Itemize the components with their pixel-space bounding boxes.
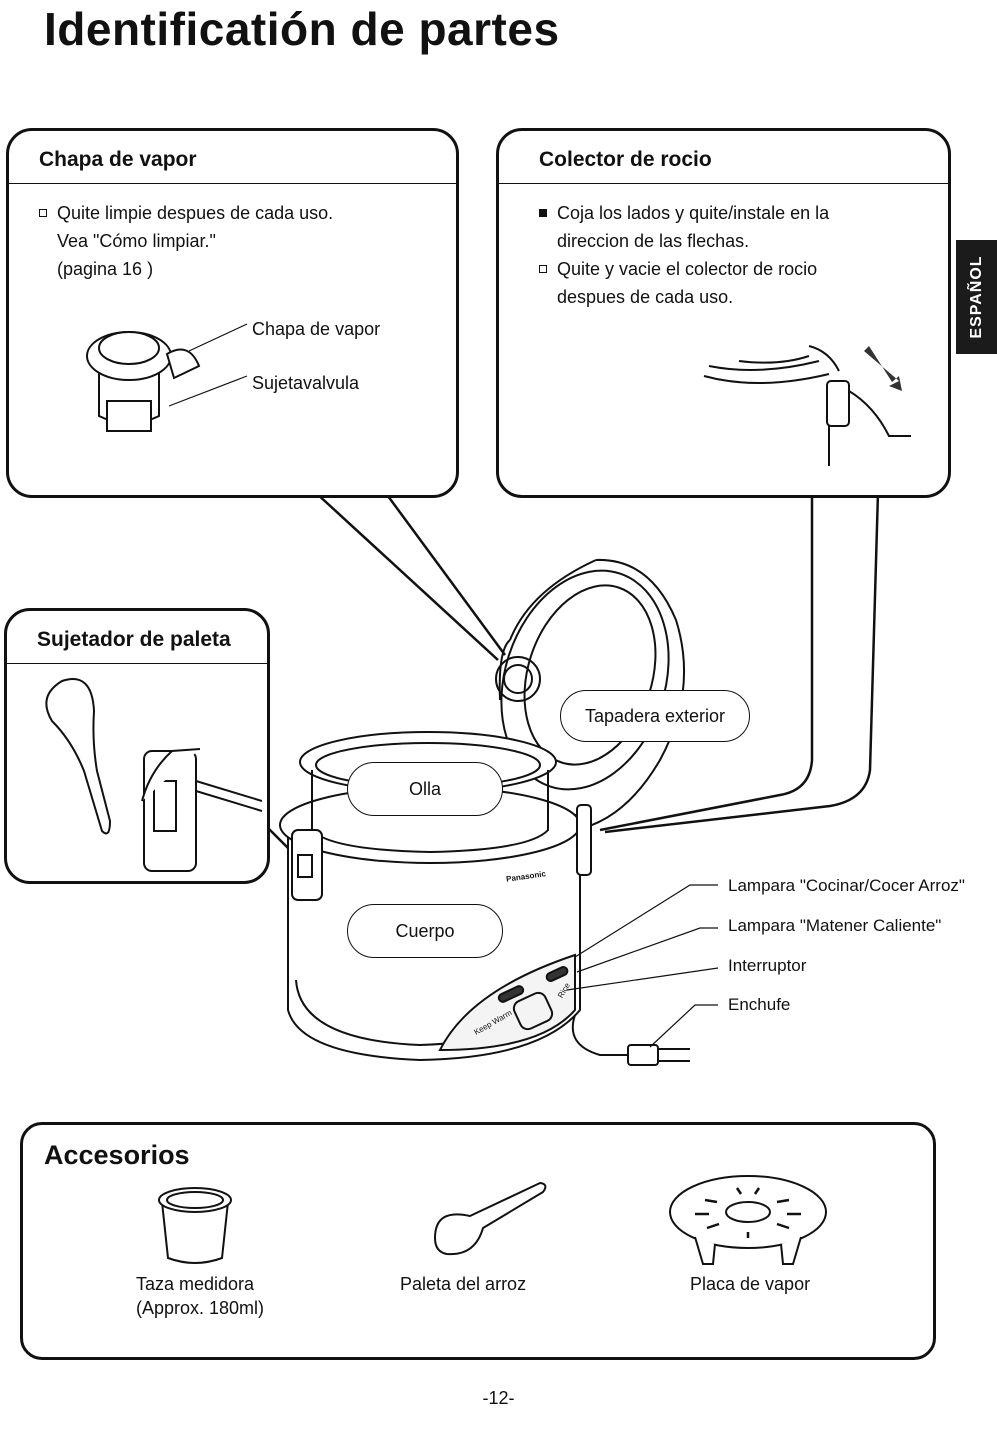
label-lampara-caliente: Lampara "Matener Caliente" — [728, 916, 942, 935]
chapa-line-2: Vea "Cómo limpiar." — [57, 231, 216, 251]
colector-bullet-1: Coja los lados y quite/instale en la dir… — [539, 199, 830, 255]
chapa-line-3: (pagina 16 ) — [57, 259, 154, 279]
power-cord — [571, 1014, 690, 1066]
measuring-cup-icon — [158, 1187, 232, 1264]
colector-b1-line-2: direccion de las flechas. — [557, 231, 750, 251]
label-interruptor: Interruptor — [728, 956, 807, 975]
colector-b2-line-2: despues de cada uso. — [557, 287, 734, 307]
chapa-leader-left — [314, 491, 499, 661]
label-sujetavalvula: Sujetavalvula — [252, 373, 360, 393]
label-chapa-de-vapor: Chapa de vapor — [252, 319, 381, 339]
colector-de-rocio-panel: Colector de rocio Coja los lados y quite… — [496, 128, 951, 498]
label-paleta-del-arroz: Paleta del arroz — [400, 1274, 527, 1294]
dew-collector-icon — [703, 345, 911, 466]
chapa-line-1: Quite limpie despues de cada uso. — [57, 203, 334, 223]
bullet-icon — [39, 209, 47, 217]
handles — [291, 804, 592, 901]
part-leaders — [566, 884, 719, 1048]
label-cuerpo: Cuerpo — [347, 904, 503, 958]
sujetador-de-paleta-panel: Sujetador de paleta — [4, 608, 270, 884]
colector-leader — [599, 492, 814, 832]
label-enchufe: Enchufe — [728, 995, 791, 1014]
label-taza-note: (Approx. 180ml) — [136, 1298, 265, 1318]
label-lampara-cocinar: Lampara "Cocinar/Cocer Arroz" — [728, 876, 965, 895]
paleta-heading: Sujetador de paleta — [37, 628, 231, 651]
steam-plate-icon — [669, 1175, 827, 1265]
chapa-instructions: Quite limpie despues de cada uso. Vea "C… — [39, 199, 334, 283]
language-tab: ESPAÑOL — [956, 240, 997, 354]
label-placa-de-vapor: Placa de vapor — [690, 1274, 811, 1294]
chapa-heading: Chapa de vapor — [39, 148, 197, 171]
page-title: Identificatión de partes — [44, 3, 560, 55]
steam-cap-icon — [86, 323, 248, 432]
control-panel — [438, 953, 576, 1052]
label-olla: Olla — [347, 762, 503, 816]
colector-bullet-2: Quite y vacie el colector de rocio despu… — [539, 255, 818, 311]
accesorios-heading: Accesorios — [44, 1140, 190, 1170]
bullet-icon — [539, 265, 547, 273]
page-number: -12- — [482, 1388, 515, 1408]
rice-paddle-icon — [433, 1181, 547, 1256]
label-tapadera-exterior: Tapadera exterior — [560, 690, 750, 742]
bullet-icon — [539, 209, 547, 217]
colector-heading: Colector de rocio — [539, 148, 712, 171]
colector-b1-line-1: Coja los lados y quite/instale en la — [557, 203, 830, 223]
paddle-holder-icon — [45, 678, 262, 872]
outer-lid — [495, 558, 686, 831]
colector-b2-line-1: Quite y vacie el colector de rocio — [557, 259, 818, 279]
label-taza-medidora: Taza medidora — [136, 1274, 255, 1294]
chapa-de-vapor-panel: Chapa de vapor Quite limpie despues de c… — [6, 128, 459, 498]
